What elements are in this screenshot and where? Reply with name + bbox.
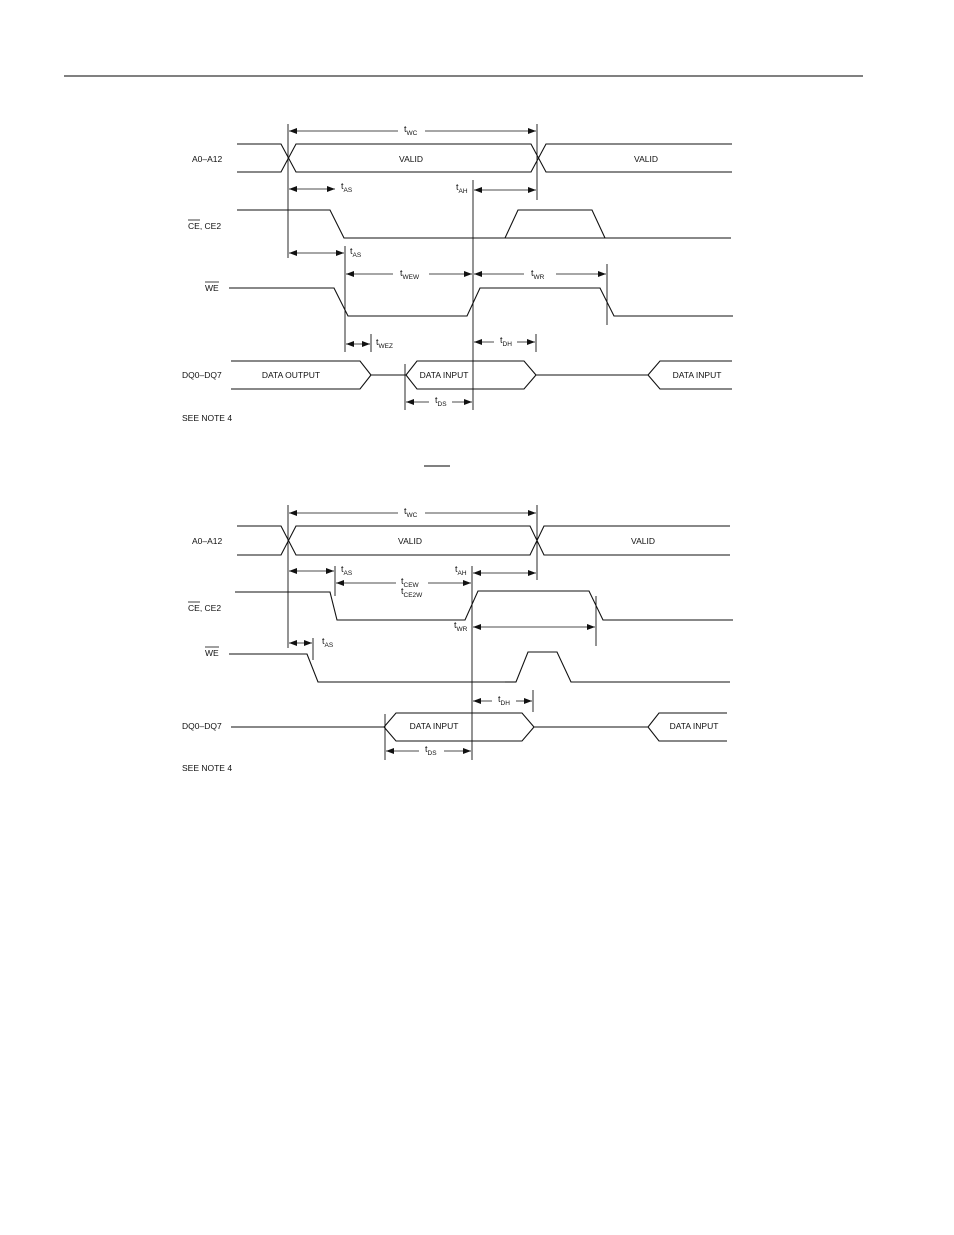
chip-enable-waveform	[235, 591, 733, 620]
note-reference: SEE NOTE 4	[182, 413, 232, 423]
write-cycle-diagram-2: A0–A12 CE, CE2 WE DQ0–DQ7 VALID VALID DA…	[182, 505, 733, 773]
timing-label-tah: tAH	[456, 182, 468, 195]
data-input-cell: DATA INPUT	[420, 370, 469, 380]
chip-enable-signal-label: CE, CE2	[188, 221, 221, 231]
timing-label-tdh: tDH	[498, 694, 510, 707]
write-cycle-diagram-1: A0–A12 CE, CE2 WE DQ0–DQ7 VALID VALID DA…	[182, 124, 733, 423]
timing-label-tds: tDS	[435, 395, 447, 408]
address-waveform	[237, 526, 730, 555]
valid-cell: VALID	[634, 154, 658, 164]
address-signal-label: A0–A12	[192, 154, 223, 164]
data-signal-label: DQ0–DQ7	[182, 721, 222, 731]
timing-label-twr: tWR	[454, 620, 468, 633]
timing-label-twc: tWC	[404, 506, 418, 519]
data-input-cell: DATA INPUT	[670, 721, 719, 731]
valid-cell: VALID	[399, 154, 423, 164]
timing-label-tah: tAH	[455, 564, 467, 577]
address-signal-label: A0–A12	[192, 536, 223, 546]
write-enable-waveform	[229, 288, 733, 316]
timing-label-twc: tWC	[404, 124, 418, 137]
timing-label-twew: tWEW	[400, 268, 420, 281]
timing-label-tas: tAS	[350, 246, 362, 259]
timing-label-tcew: tCEW	[401, 576, 420, 589]
chip-enable-signal-label: CE, CE2	[188, 603, 221, 613]
data-signal-label: DQ0–DQ7	[182, 370, 222, 380]
timing-label-twez: tWEZ	[376, 337, 393, 350]
data-waveform	[231, 713, 727, 741]
write-enable-signal-label: WE	[205, 648, 219, 658]
chip-enable-waveform	[237, 210, 731, 238]
timing-label-tas: tAS	[322, 636, 334, 649]
timing-label-tas: tAS	[341, 564, 353, 577]
data-input-cell: DATA INPUT	[410, 721, 459, 731]
timing-label-tdh: tDH	[500, 335, 512, 348]
timing-label-twr: tWR	[531, 268, 545, 281]
timing-label-tds: tDS	[425, 744, 437, 757]
note-reference: SEE NOTE 4	[182, 763, 232, 773]
data-input-cell: DATA INPUT	[673, 370, 722, 380]
write-enable-waveform	[229, 652, 730, 682]
write-enable-signal-label: WE	[205, 283, 219, 293]
data-output-cell: DATA OUTPUT	[262, 370, 320, 380]
valid-cell: VALID	[631, 536, 655, 546]
timing-label-tas: tAS	[341, 181, 353, 194]
valid-cell: VALID	[398, 536, 422, 546]
